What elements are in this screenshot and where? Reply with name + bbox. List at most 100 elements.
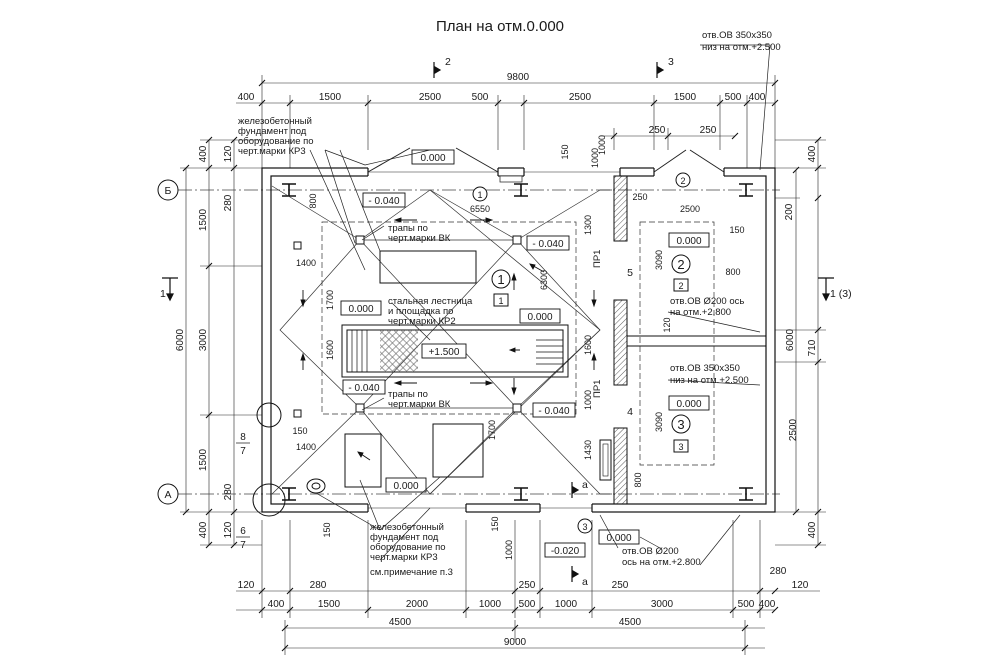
axis-3-label: 3 [582, 522, 587, 532]
dim-b2-5: 500 [519, 599, 536, 610]
bottom-dimensions: 120 280 250 250 280 120 400 1500 2000 10… [238, 566, 809, 648]
dim-b1-4: 250 [612, 580, 629, 591]
dim-b2-9: 400 [759, 599, 776, 610]
dim-3090b: 3090 [654, 412, 664, 432]
dim-1300: 1300 [583, 215, 593, 235]
dim-2500: 2500 [680, 204, 700, 214]
dim-top-8: 400 [749, 92, 766, 103]
section-labels: 2 3 а а 1 1 (3) [160, 56, 852, 588]
dimension-lines [180, 75, 826, 655]
equipment [306, 250, 569, 494]
dim-1000b: 1000 [583, 390, 593, 410]
elevation-boxes [340, 149, 710, 558]
dim-1600a: 1600 [325, 340, 335, 360]
dim-right-total: 6000 [785, 328, 796, 351]
note-ov-top-2: низ на отм.+2.500 [702, 42, 781, 53]
note-fund-bottom-4: черт.марки КР3 [370, 552, 438, 563]
note-trap-1b: черт.марки ВК [388, 233, 451, 244]
top-dimensions: 9800 400 1500 2500 500 2500 1500 500 400… [238, 72, 766, 136]
dim-b1-6: 120 [792, 580, 809, 591]
section-mark-3: 3 [668, 56, 674, 68]
elev-platform: +1.500 [429, 347, 460, 358]
elev-door-b: 0.000 [606, 533, 631, 544]
dim-top-3: 2500 [419, 92, 442, 103]
dim-top-5: 2500 [569, 92, 592, 103]
elev-outside: -0.020 [551, 546, 580, 557]
dim-b2-7: 3000 [651, 599, 674, 610]
note-trap-1a: трапы по [388, 223, 428, 234]
dim-top-small-1: 250 [649, 125, 666, 136]
dim-top-total: 9800 [507, 72, 530, 83]
elev-top-gate: 0.000 [420, 153, 445, 164]
axis-1-label: 1 [477, 190, 482, 200]
room-5-number: 5 [627, 267, 633, 279]
dim-1400b: 1400 [296, 442, 316, 452]
dim-right-1: 400 [807, 145, 818, 162]
dim-120: 120 [662, 317, 672, 332]
axis-2-label: 2 [680, 176, 685, 186]
dim-left-2: 1500 [198, 208, 209, 231]
partitions [599, 175, 767, 505]
dim-6300: 6300 [539, 270, 549, 290]
dim-1000a: 1000 [597, 135, 607, 155]
frac-1-top: 8 [240, 432, 246, 443]
note-ov-r3-2: низ на отм.+2.500 [670, 375, 749, 386]
dim-left-5: 400 [198, 521, 209, 538]
note-stair-3: черт.марки КР2 [388, 316, 456, 327]
dim-150e: 150 [729, 225, 744, 235]
slope-arrows [300, 217, 597, 461]
room-3-type: 3 [678, 442, 683, 452]
room-type-boxes [493, 278, 689, 453]
dim-top-2: 1500 [319, 92, 342, 103]
node-fractions: 8 7 6 7 [236, 432, 250, 551]
dim-left-i2: 280 [223, 194, 234, 211]
dim-left-total: 6000 [175, 328, 186, 351]
dim-half-right: 4500 [619, 617, 642, 628]
axis-a-label: А [164, 489, 171, 501]
dim-left-3: 3000 [198, 328, 209, 351]
axis-labels: Б А 1 2 3 [164, 176, 685, 532]
label-pr1-bottom: ПР1 [592, 380, 603, 398]
dim-half-left: 4500 [389, 617, 412, 628]
axis-bubbles [157, 172, 691, 534]
section-mark-1-right: 1 (3) [830, 288, 852, 300]
elev-room2: 0.000 [676, 236, 701, 247]
note-fund-top-1: железобетонный [238, 116, 312, 127]
frac-2-bottom: 7 [240, 540, 246, 551]
floor-drains [293, 235, 522, 418]
dim-b2-8: 500 [738, 599, 755, 610]
note-ov-bottom-2: ось на отм.+2.800 [622, 557, 701, 568]
steel-columns [282, 183, 753, 501]
right-dimensions: 6000 400 200 710 2500 400 [784, 145, 818, 538]
elev-room1-b: - 0.040 [532, 239, 564, 250]
note-ov-bottom-1: отв.ОВ Ø200 [622, 546, 679, 557]
dim-b2-4: 1000 [479, 599, 502, 610]
dim-b1-5: 280 [770, 566, 787, 577]
dim-150a: 150 [560, 144, 570, 159]
elev-room1-e: 0.000 [348, 304, 373, 315]
note-ov-top-1: отв.ОВ 350х350 [702, 30, 772, 41]
left-dimensions: 6000 400 1500 3000 1500 400 120 280 280 … [175, 145, 234, 538]
dim-1000c: 1000 [504, 540, 514, 560]
note-see-remark: см.примечание п.3 [370, 567, 453, 578]
note-fund-bottom-2: фундамент под [370, 532, 439, 543]
note-fund-bottom-3: оборудование по [370, 542, 446, 553]
elev-room3: 0.000 [676, 399, 701, 410]
dim-1600b: 1600 [583, 335, 593, 355]
note-fund-top-3: оборудование по [238, 136, 314, 147]
note-fund-bottom-1: железобетонный [370, 522, 444, 533]
section-cuts [162, 62, 834, 582]
gate-top [367, 147, 725, 183]
dim-1700b: 1700 [487, 420, 497, 440]
room-2-number: 2 [677, 257, 684, 272]
room-numbers: 1 1 2 2 3 3 4 5 [497, 257, 684, 452]
note-stair-1: стальная лестница [388, 296, 473, 307]
dim-800a: 800 [308, 193, 318, 208]
elev-room1-c: - 0.040 [348, 383, 380, 394]
dim-1400a: 1400 [296, 258, 316, 268]
dim-bottom-total: 9000 [504, 637, 527, 648]
dim-left-i4: 120 [223, 521, 234, 538]
dim-3090a: 3090 [654, 250, 664, 270]
dim-top-small-2: 250 [700, 125, 717, 136]
